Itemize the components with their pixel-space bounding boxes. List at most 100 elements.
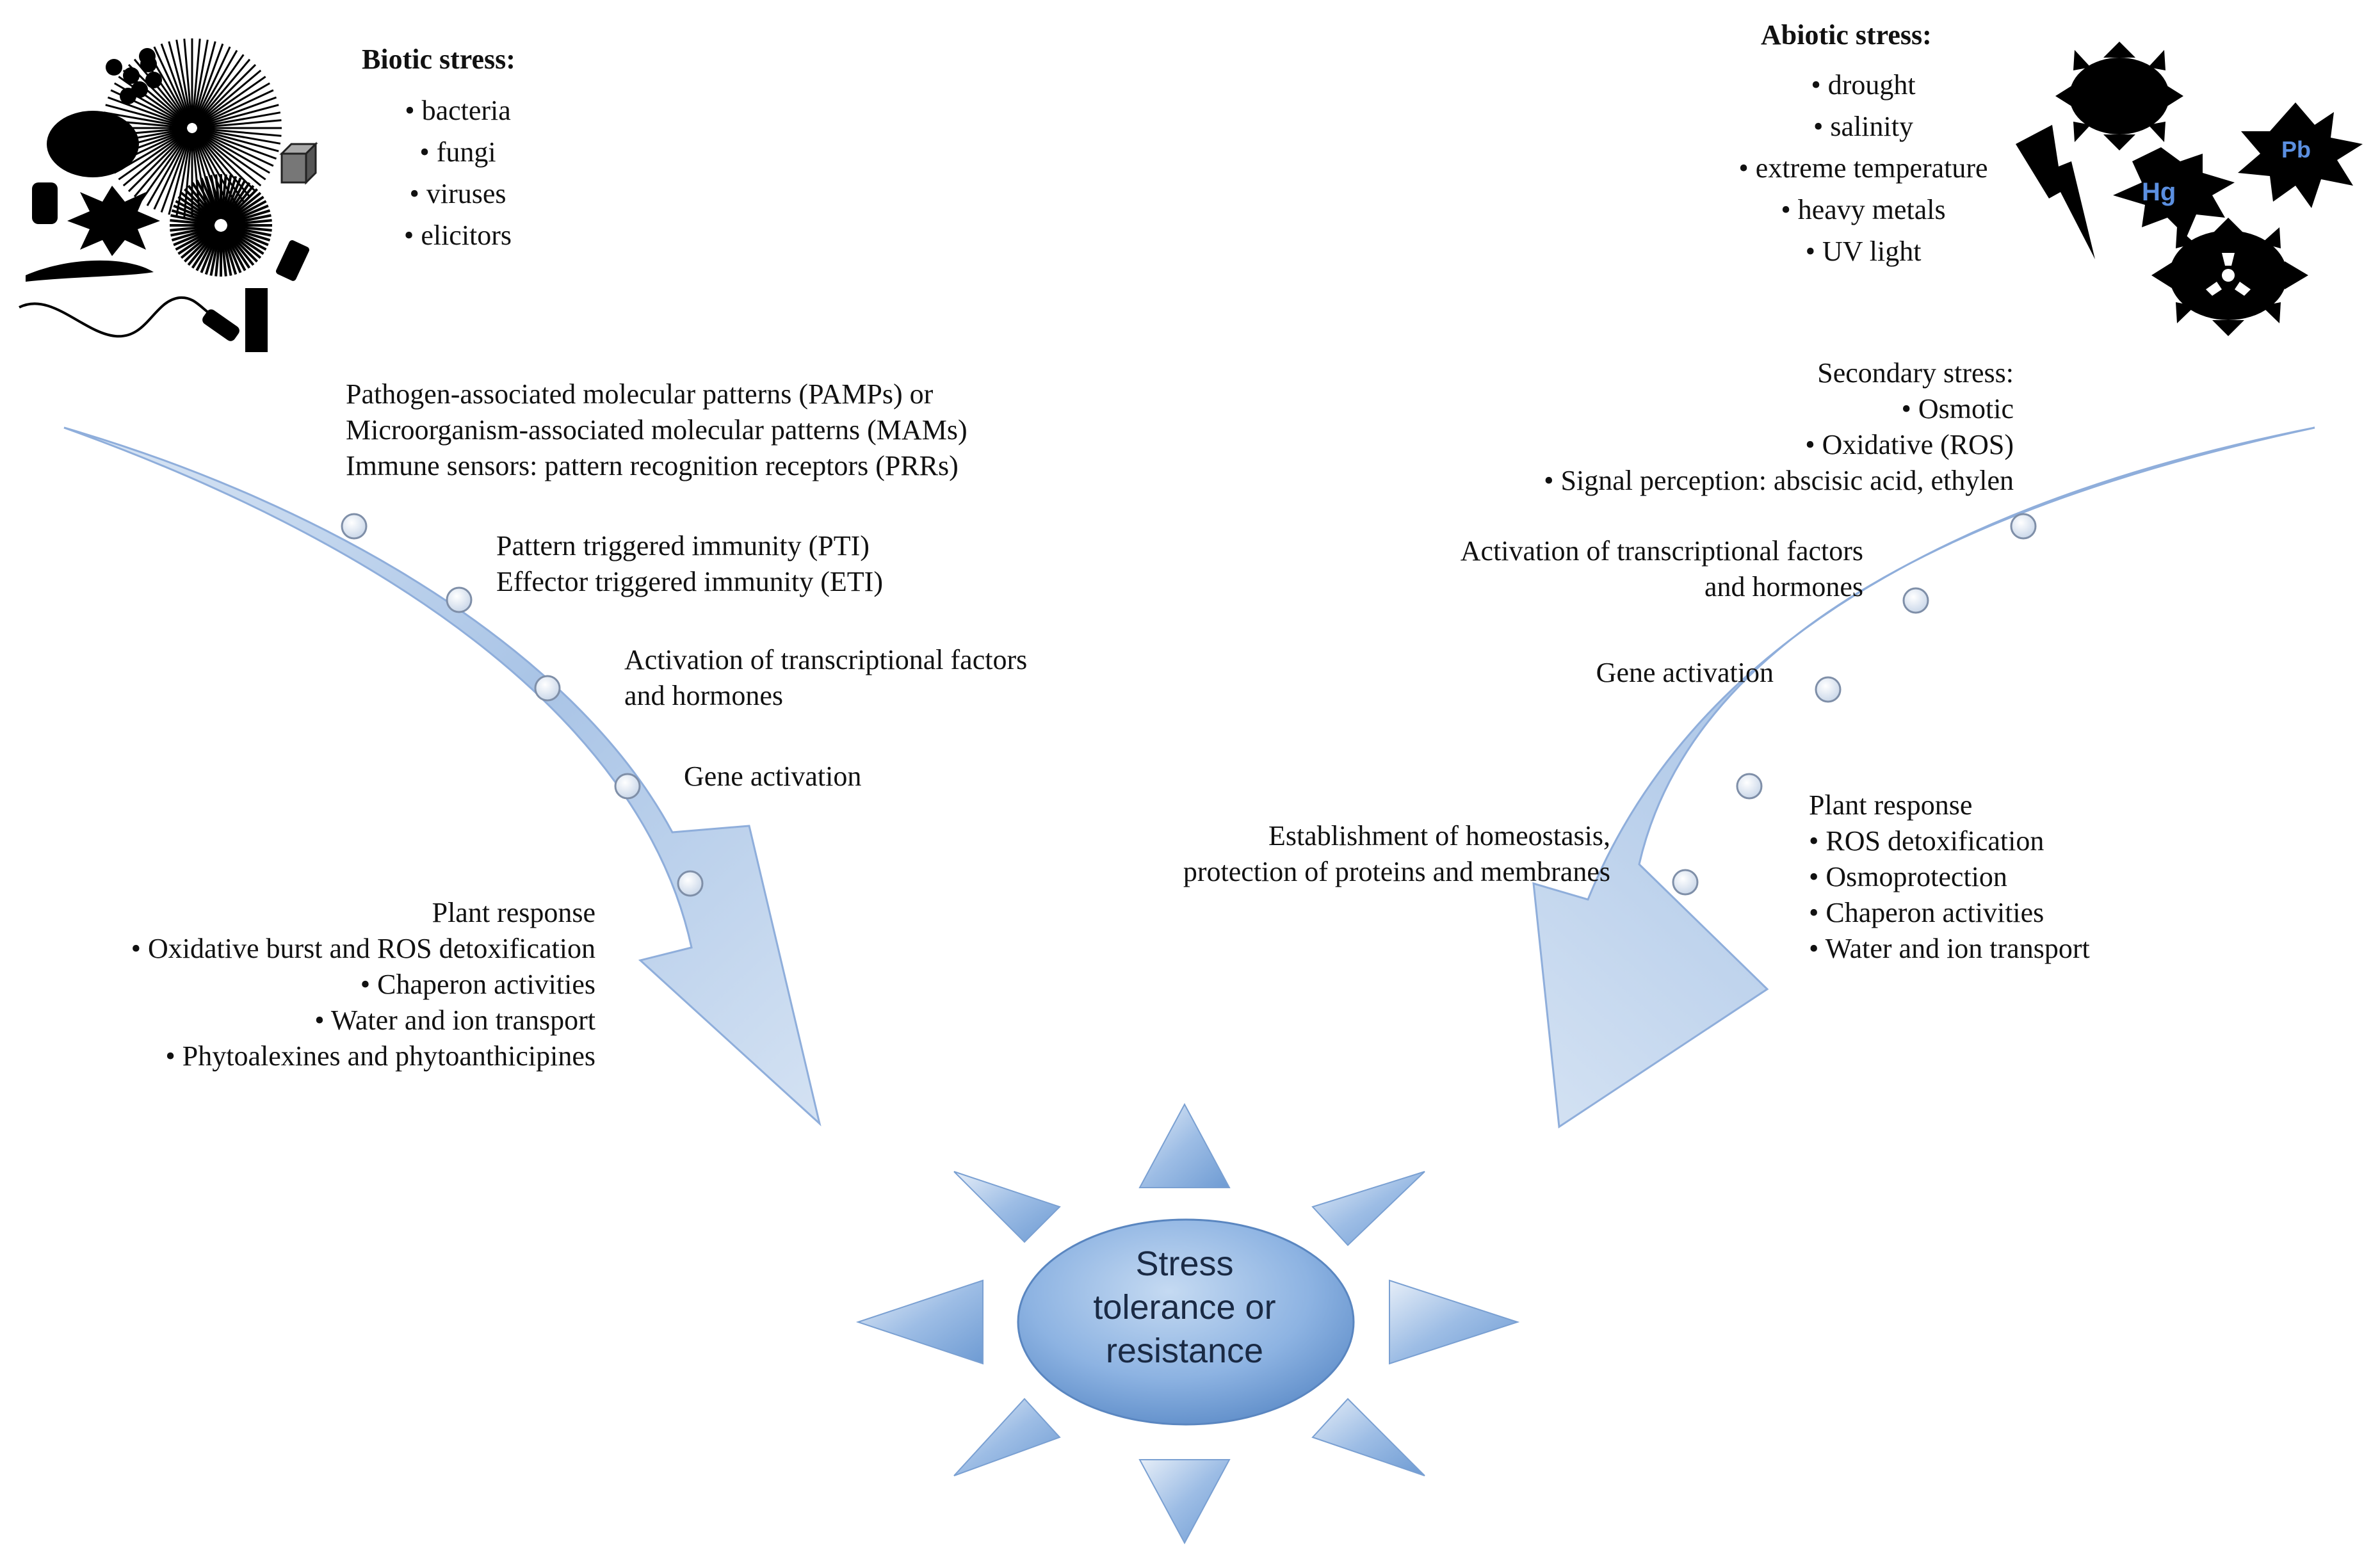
biotic-item: • bacteria xyxy=(405,95,511,126)
path-dot xyxy=(341,513,368,540)
spike-line xyxy=(183,133,193,218)
spike-line xyxy=(225,200,267,224)
response-line: • Chaperon activities xyxy=(1809,897,2044,928)
spike-line xyxy=(183,38,193,124)
spike-line xyxy=(197,104,279,128)
homeostasis-line: Establishment of homeostasis, xyxy=(1268,820,1610,851)
ray-bottom-right xyxy=(1311,1398,1425,1476)
virus-cluster-icon xyxy=(106,59,122,76)
response-line: Plant response xyxy=(1809,789,1973,821)
center-label-line: Stress xyxy=(1135,1245,1234,1283)
spike-line xyxy=(160,133,191,213)
spike-line xyxy=(105,128,188,152)
spike-line xyxy=(227,224,272,232)
spike-line xyxy=(196,89,274,127)
right-plant-response: Plant response • ROS detoxification • Os… xyxy=(1809,787,2090,967)
spike-line xyxy=(225,191,262,223)
tall-rod-icon xyxy=(245,288,268,352)
wavy-filament-icon xyxy=(19,296,225,338)
spike-line xyxy=(220,175,232,220)
spike-line xyxy=(170,225,215,237)
spike-line xyxy=(191,182,219,221)
immunity-line: Effector triggered immunity (ETI) xyxy=(496,566,883,597)
biotic-list: • bacteria • fungi • viruses • elicitors xyxy=(384,90,531,256)
left-plant-response: Plant response • Oxidative burst and ROS… xyxy=(38,895,595,1074)
biotic-item: • viruses xyxy=(409,178,506,209)
biotic-icons xyxy=(19,38,318,352)
right-gene-activation: Gene activation xyxy=(1596,657,1774,688)
biotic-title: Biotic stress: xyxy=(362,44,515,75)
path-dot xyxy=(614,773,641,800)
right-path-dots xyxy=(1672,513,2037,896)
spike-line xyxy=(196,129,270,174)
spike-line xyxy=(177,195,216,223)
spiky-sphere-icon xyxy=(102,38,282,218)
left-gene-activation: Gene activation xyxy=(684,761,862,792)
secondary-line: Secondary stress: xyxy=(1817,357,2014,389)
spike-line xyxy=(153,46,191,124)
spike-line xyxy=(225,228,262,259)
spike-line xyxy=(220,231,232,276)
abiotic-title: Abiotic stress: xyxy=(1761,19,1932,51)
spike-line xyxy=(225,227,264,255)
spike-line xyxy=(223,229,255,266)
spike-line xyxy=(140,54,190,125)
response-line: • ROS detoxification xyxy=(1809,825,2044,857)
spike-line xyxy=(224,188,258,222)
spike-line xyxy=(110,129,188,167)
center-ellipse xyxy=(1017,1218,1355,1426)
spike-line xyxy=(223,230,251,269)
spike-line xyxy=(107,129,188,160)
path-dot xyxy=(446,586,473,613)
spike-line xyxy=(127,131,190,193)
spike-line xyxy=(222,230,242,273)
abiotic-item: • salinity xyxy=(1813,111,1913,142)
spike-line xyxy=(114,82,188,127)
spike-line xyxy=(195,63,257,125)
spike-line xyxy=(193,50,238,124)
activation-line: Activation of transcriptional factors xyxy=(1460,535,1863,567)
abiotic-icons xyxy=(2016,42,2363,336)
spike-line xyxy=(195,69,262,126)
spike-line xyxy=(118,130,189,181)
sun-icon xyxy=(2069,58,2169,134)
spike-line xyxy=(209,231,222,276)
spike-line xyxy=(191,230,219,269)
secondary-line: • Osmotic xyxy=(1901,393,2014,424)
spike-line xyxy=(170,219,215,227)
immunity-line: Pattern triggered immunity (PTI) xyxy=(496,530,870,561)
spike-line xyxy=(110,89,188,127)
spike-line xyxy=(191,38,201,124)
cube-icon xyxy=(280,152,307,184)
spiky-sphere-2-icon xyxy=(170,174,272,277)
spike-line xyxy=(175,200,216,224)
pb-label: Pb xyxy=(2281,136,2311,163)
spike-line xyxy=(227,219,272,227)
spike-line xyxy=(204,230,221,275)
star-burst-icon xyxy=(67,186,160,256)
spike-line xyxy=(215,231,222,277)
spike-line xyxy=(221,175,238,220)
spike-line xyxy=(209,175,222,220)
spike-line xyxy=(146,50,191,124)
ray-right xyxy=(1389,1279,1520,1365)
response-line: • Water and ion transport xyxy=(1809,933,2090,964)
spike-line xyxy=(184,188,218,222)
response-line: • Phytoalexines and phytoanthicipines xyxy=(165,1040,595,1072)
spike-line xyxy=(177,227,216,255)
path-dot xyxy=(2010,513,2037,540)
spike-line xyxy=(118,76,189,126)
spike-line xyxy=(160,43,191,124)
spike-line xyxy=(114,129,188,174)
spike-line xyxy=(226,204,269,225)
spike-line xyxy=(197,96,277,127)
response-line: • Chaperon activities xyxy=(360,969,595,1000)
capsule-icon xyxy=(202,309,239,341)
left-path-dots xyxy=(341,513,704,897)
center-rays xyxy=(855,1102,1520,1545)
spike-line xyxy=(227,225,271,237)
lead-star-icon xyxy=(2238,102,2363,208)
spike-line xyxy=(227,214,271,226)
path-dot xyxy=(1736,773,1763,800)
